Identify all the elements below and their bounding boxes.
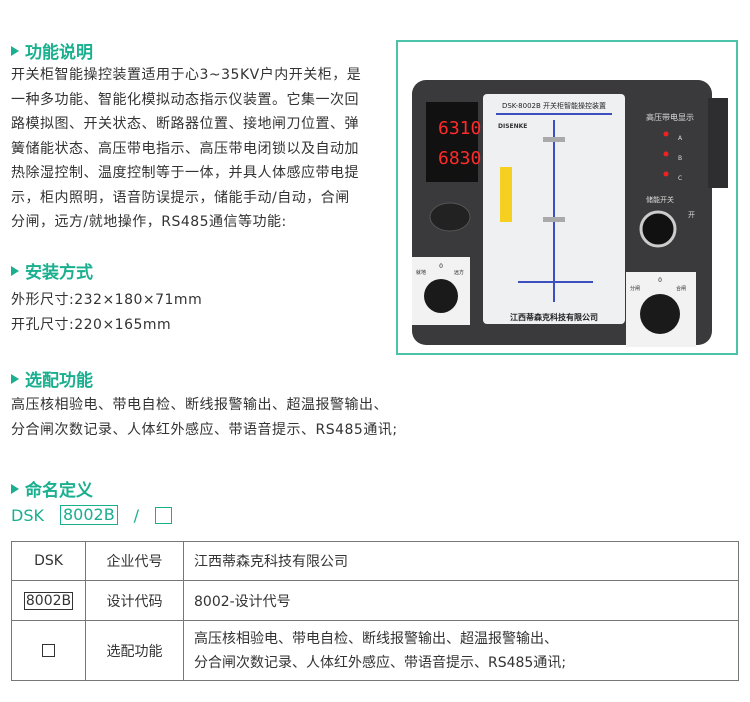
triangle-icon: [11, 483, 19, 494]
svg-text:高压带电显示: 高压带电显示: [646, 112, 694, 122]
svg-text:合闸: 合闸: [676, 285, 686, 292]
svg-text:储能开关: 储能开关: [646, 195, 674, 204]
heading-function: 功能说明: [11, 38, 93, 63]
option-placeholder-box: [42, 644, 55, 657]
triangle-icon: [11, 265, 19, 276]
svg-text:0: 0: [439, 263, 443, 270]
heading-options: 选配功能: [11, 366, 93, 391]
svg-text:DISENKE: DISENKE: [498, 123, 527, 130]
option-placeholder-box: [155, 506, 173, 524]
svg-text:开: 开: [688, 211, 695, 219]
heading-install: 安装方式: [11, 258, 93, 283]
table-row: 8002B 设计代码 8002-设计代号: [11, 580, 739, 621]
function-text: 开关柜智能操控装置适用于心3~35KV户内开关柜，是 一种多功能、智能化模拟动态…: [11, 67, 362, 230]
triangle-icon: [11, 373, 19, 384]
install-text: 外形尺寸:232×180×71mm 开孔尺寸:220×165mm: [11, 292, 203, 333]
table-row: 选配功能 高压核相验电、带电自检、断线报警输出、超温报警输出、分合闸次数记录、人…: [11, 620, 739, 681]
svg-text:就地: 就地: [416, 269, 426, 276]
svg-text:江西蒂森克科技有限公司: 江西蒂森克科技有限公司: [510, 312, 598, 322]
svg-text:DSK-8002B 开关柜智能操控装置: DSK-8002B 开关柜智能操控装置: [502, 101, 606, 110]
display-2: 6830: [438, 148, 481, 169]
options-text: 高压核相验电、带电自检、断线报警输出、超温报警输出、 分合闸次数记录、人体红外感…: [11, 397, 398, 438]
svg-text:B: B: [678, 155, 682, 162]
heading-naming: 命名定义: [11, 476, 93, 501]
naming-table: DSK 企业代号 江西蒂森克科技有限公司 8002B 设计代码 8002-设计代…: [11, 541, 739, 681]
product-image: 6310 6830 DSK-8002B 开关柜智能操控装置 DISENKE 江西…: [396, 40, 738, 355]
display-1: 6310: [438, 118, 481, 139]
svg-text:A: A: [678, 135, 683, 142]
svg-text:远方: 远方: [454, 269, 464, 276]
table-row: DSK 企业代号 江西蒂森克科技有限公司: [11, 541, 739, 581]
svg-text:0: 0: [658, 277, 662, 284]
svg-text:C: C: [678, 175, 682, 182]
triangle-icon: [11, 45, 19, 56]
svg-text:分闸: 分闸: [630, 285, 640, 292]
naming-formula: DSK 8002B /: [11, 505, 173, 525]
